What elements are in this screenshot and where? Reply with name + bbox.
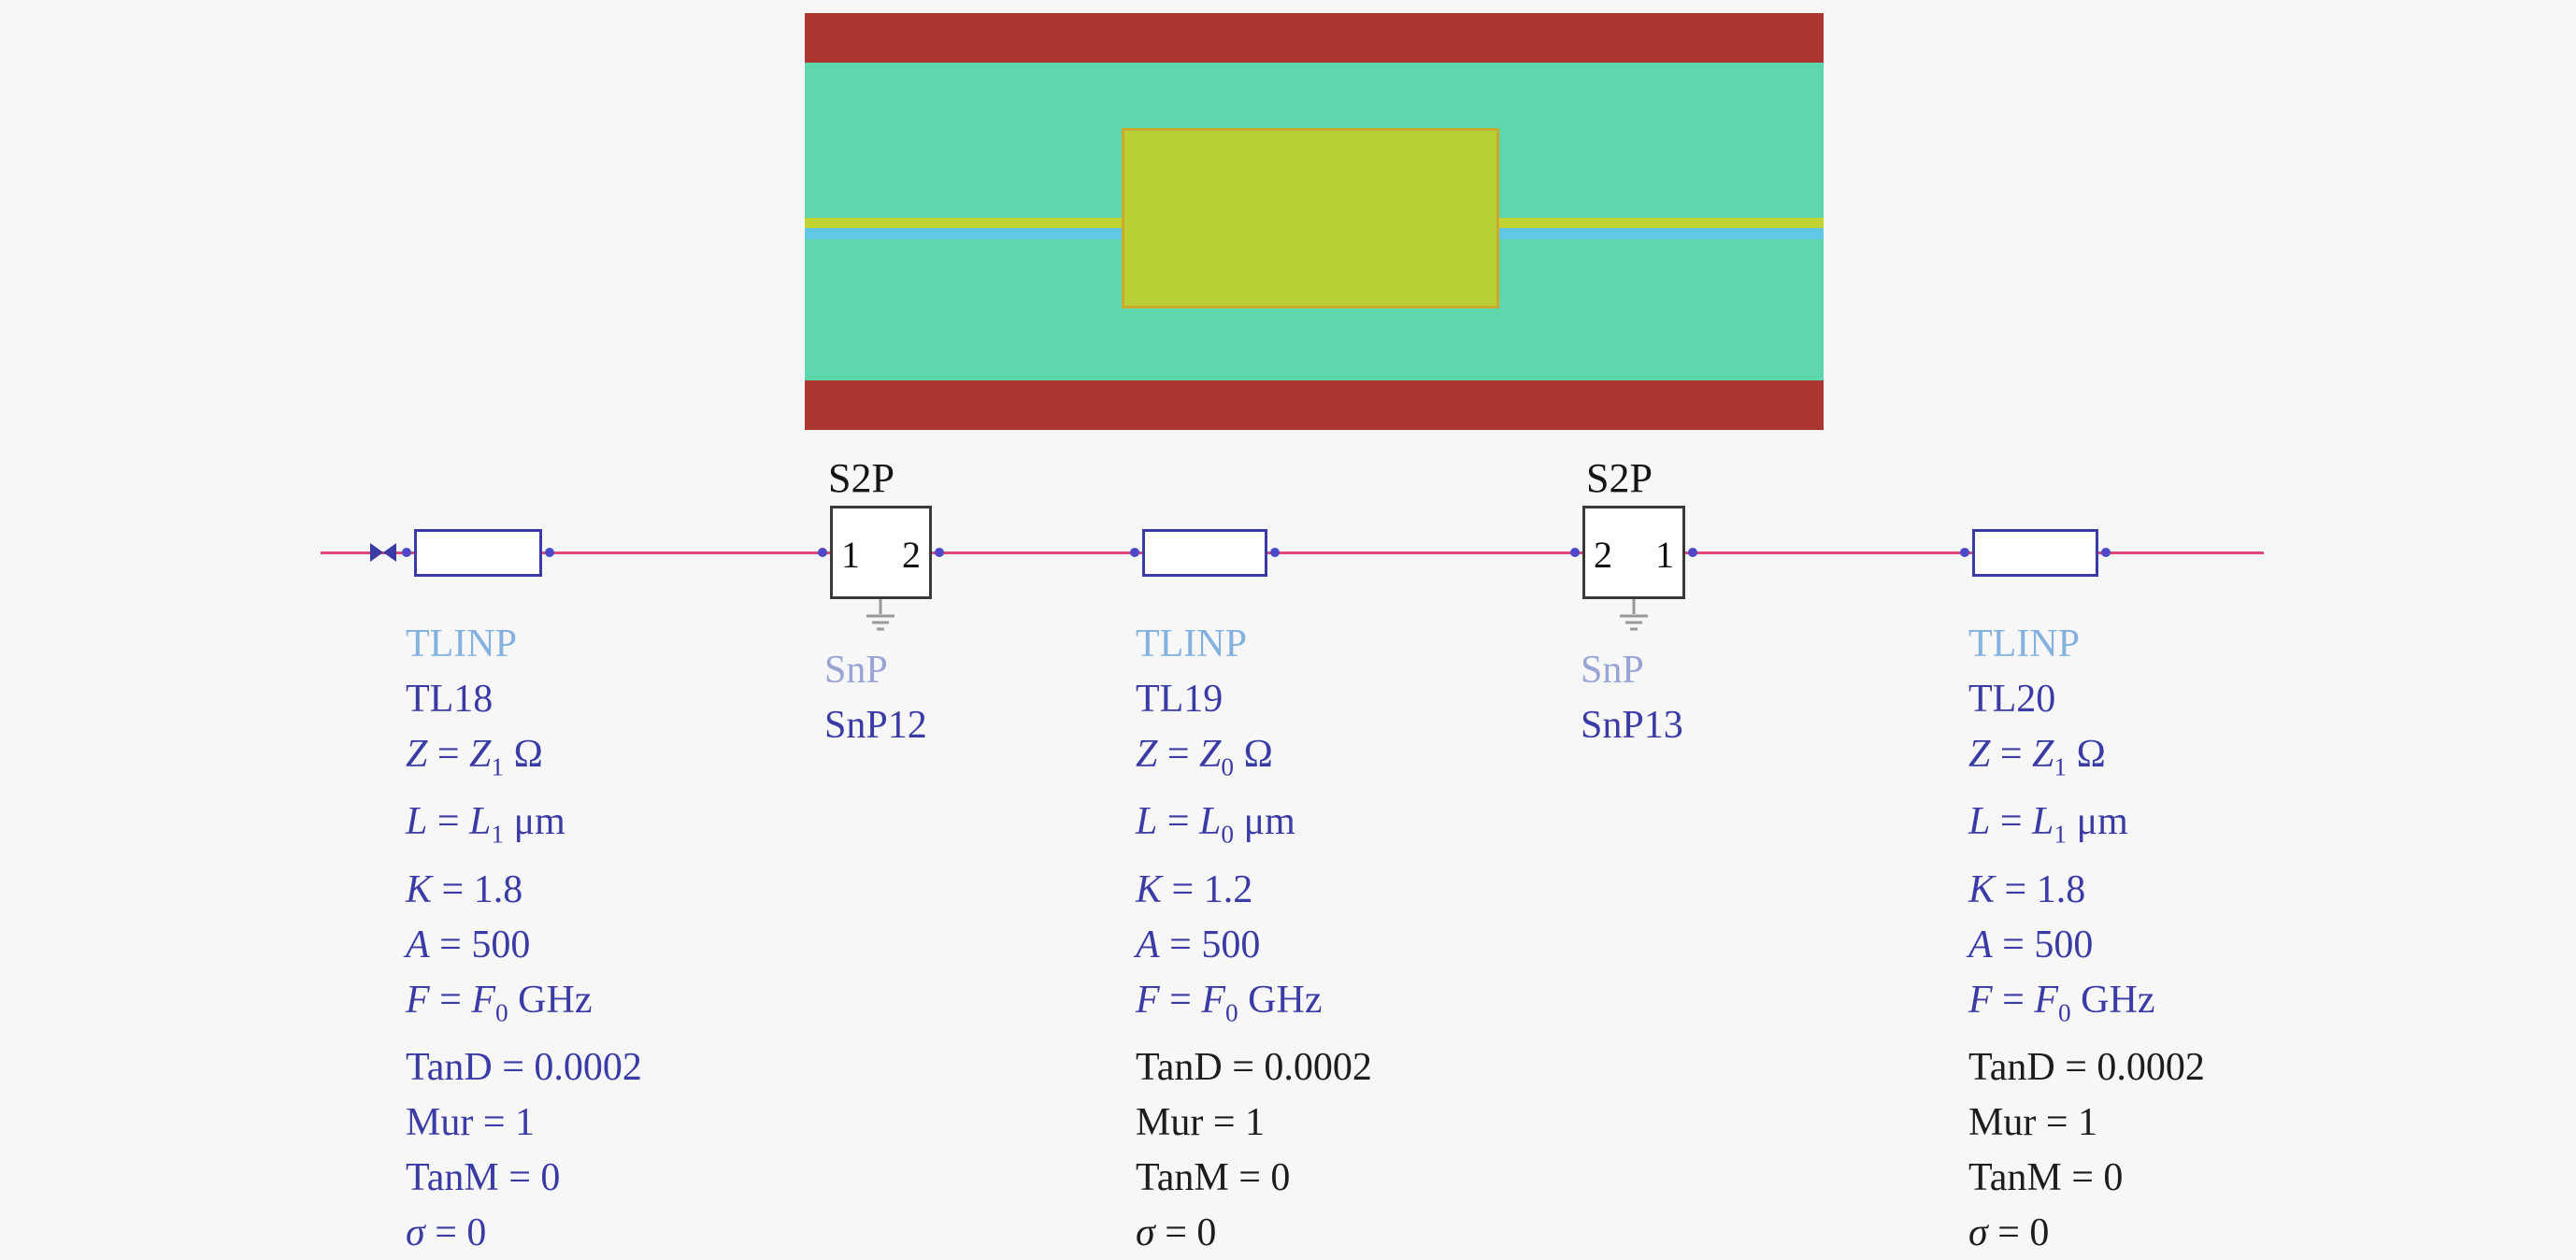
param-line: Mur = 1 [406,1101,536,1145]
component-param-list: Z = Z0 Ω L = L0 μm K = 1.2 A = 500 F = F0 GH… [1136,727,1372,1260]
component-type-label: TLINP [1968,623,2080,666]
component-name-label: TL19 [1136,678,1224,721]
component-body-TL18[interactable] [414,529,542,577]
param-line: L = L0 μm [1136,800,1295,849]
s2p-title: S2P [828,455,894,501]
param-line: TanD = 0.0002 [1136,1046,1372,1090]
param-line: Z = Z1 Ω [1968,733,2106,781]
param-line: TanD = 0.0002 [406,1046,642,1090]
wire-end-marker-icon [370,543,396,562]
component-labels-TL19: TLINP TL19 Z = Z0 Ω L = L0 μm K = 1.2 A = 5… [1136,617,1372,1260]
component-body-TL19[interactable] [1142,529,1267,577]
wire[interactable] [321,551,2264,554]
param-line: Z = Z0 Ω [1136,733,1273,781]
component-name-label: SnP13 [1581,704,1683,747]
pin-node[interactable] [1688,548,1697,557]
param-line: TanM = 0 [406,1156,561,1200]
param-line: TanM = 0 [1136,1156,1291,1200]
component-type-label: TLINP [1136,623,1247,666]
component-param-list: Z = Z1 Ω L = L1 μm K = 1.8 A = 500 F = F0 GH… [406,727,642,1260]
pin-node[interactable] [1130,548,1139,557]
pin-node[interactable] [1270,548,1280,557]
port-number-right: 2 [902,534,921,576]
component-type-label: TLINP [406,623,517,666]
pin-node[interactable] [935,548,944,557]
param-line: σ = 0 [1968,1211,2050,1255]
param-line: F = F0 GHz [1968,978,2155,1027]
component-param-list: Z = Z1 Ω L = L1 μm K = 1.8 A = 500 F = F0 GH… [1968,727,2205,1260]
param-line: K = 1.8 [406,867,523,911]
param-line: L = L1 μm [406,800,565,849]
param-line: F = F0 GHz [1136,978,1323,1027]
param-line: Mur = 1 [1136,1101,1266,1145]
ground-icon [1620,599,1648,631]
pin-node[interactable] [1960,548,1969,557]
layout-top-conductor [805,13,1824,63]
param-line: A = 500 [1968,923,2094,966]
component-body-TL20[interactable] [1972,529,2098,577]
component-labels-TL18: TLINP TL18 Z = Z1 Ω L = L1 μm K = 1.8 A = 5… [406,617,642,1260]
component-labels-TL20: TLINP TL20 Z = Z1 Ω L = L1 μm K = 1.8 A = 5… [1968,617,2205,1260]
param-line: σ = 0 [406,1211,487,1255]
component-body-SnP13[interactable]: 2 1 [1582,506,1685,599]
component-name-label: TL20 [1968,678,2056,721]
param-line: A = 500 [1136,923,1261,966]
em-layout-preview [805,13,1824,430]
param-line: TanD = 0.0002 [1968,1046,2205,1090]
s2p-title: S2P [1586,455,1653,501]
layout-patch [1122,128,1499,308]
param-line: K = 1.8 [1968,867,2086,911]
param-line: L = L1 μm [1968,800,2128,849]
param-line: TanM = 0 [1968,1156,2124,1200]
component-type-label: SnP [1581,649,1644,692]
pin-node[interactable] [2101,548,2111,557]
param-line: K = 1.2 [1136,867,1253,911]
component-labels-SnP12: SnP SnP12 [824,643,927,753]
component-name-label: TL18 [406,678,494,721]
ground-icon [866,599,894,631]
component-labels-SnP13: SnP SnP13 [1581,643,1683,753]
component-body-SnP12[interactable]: 1 2 [830,506,932,599]
pin-node[interactable] [1570,548,1580,557]
component-name-label: SnP12 [824,704,927,747]
param-line: σ = 0 [1136,1211,1217,1255]
layout-bottom-conductor [805,380,1824,430]
param-line: Mur = 1 [1968,1101,2098,1145]
component-type-label: SnP [824,649,888,692]
param-line: A = 500 [406,923,531,966]
port-number-left: 1 [841,534,860,576]
pin-node[interactable] [818,548,827,557]
pin-node[interactable] [545,548,554,557]
pin-node[interactable] [402,548,411,557]
port-number-right: 1 [1655,534,1674,576]
param-line: Z = Z1 Ω [406,733,543,781]
port-number-left: 2 [1594,534,1612,576]
param-line: F = F0 GHz [406,978,593,1027]
